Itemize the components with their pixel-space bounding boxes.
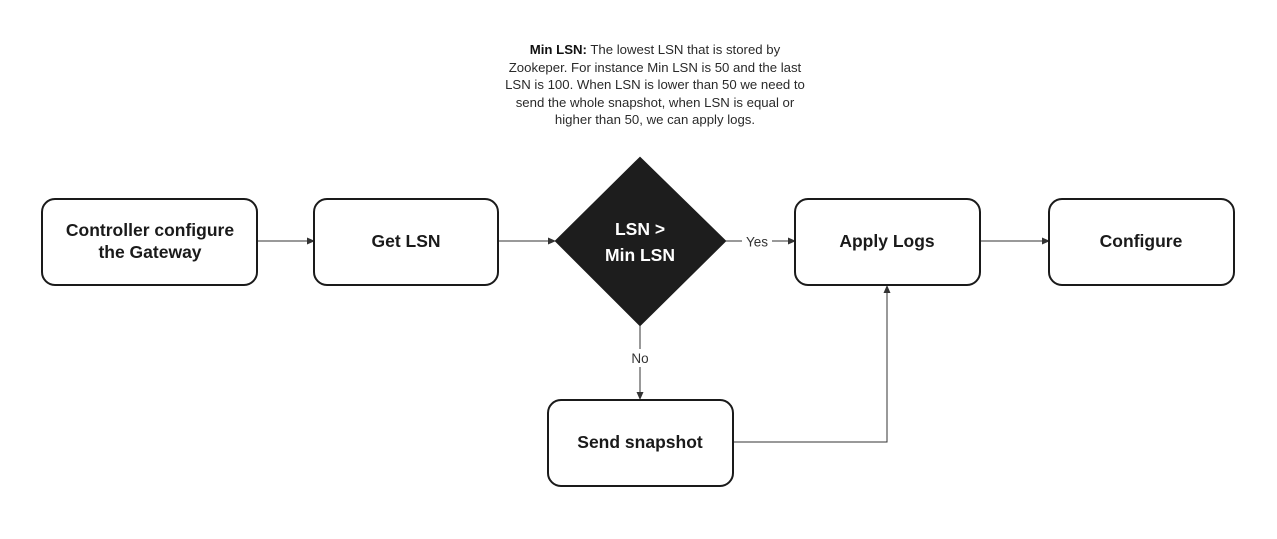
- node-configure: Configure: [1048, 198, 1235, 286]
- node-controller-configure-gateway: Controller configure the Gateway: [41, 198, 258, 286]
- controller-line-1: Controller configure: [66, 220, 234, 240]
- edge-send-snapshot-to-apply-logs: [733, 285, 891, 443]
- no-label-text: No: [631, 351, 648, 366]
- edge-apply-logs-to-configure: [980, 237, 1050, 245]
- note-text: The lowest LSN that is stored by Zookepe…: [505, 42, 805, 128]
- node-apply-logs: Apply Logs: [794, 198, 981, 286]
- node-get-lsn: Get LSN: [313, 198, 499, 286]
- get-lsn-label: Get LSN: [371, 231, 440, 251]
- edge-get-lsn-to-decision: [499, 237, 556, 245]
- yes-label-text: Yes: [746, 235, 768, 250]
- node-send-snapshot: Send snapshot: [547, 399, 734, 487]
- configure-label: Configure: [1100, 231, 1183, 251]
- edge-controller-to-get-lsn: [258, 237, 315, 245]
- send-snapshot-label: Send snapshot: [577, 432, 703, 452]
- note-label: Min LSN:: [529, 42, 587, 57]
- apply-logs-label: Apply Logs: [839, 231, 935, 251]
- decision-line-2: Min LSN: [605, 245, 675, 265]
- controller-line-2: the Gateway: [98, 242, 201, 262]
- no-edge-label: No: [627, 349, 653, 367]
- node-decision-lsn-gt-min-lsn: LSN > Min LSN: [554, 156, 727, 327]
- decision-line-1: LSN >: [615, 219, 665, 239]
- min-lsn-note: Min LSN: The lowest LSN that is stored b…: [500, 41, 810, 129]
- yes-edge-label: Yes: [742, 232, 772, 250]
